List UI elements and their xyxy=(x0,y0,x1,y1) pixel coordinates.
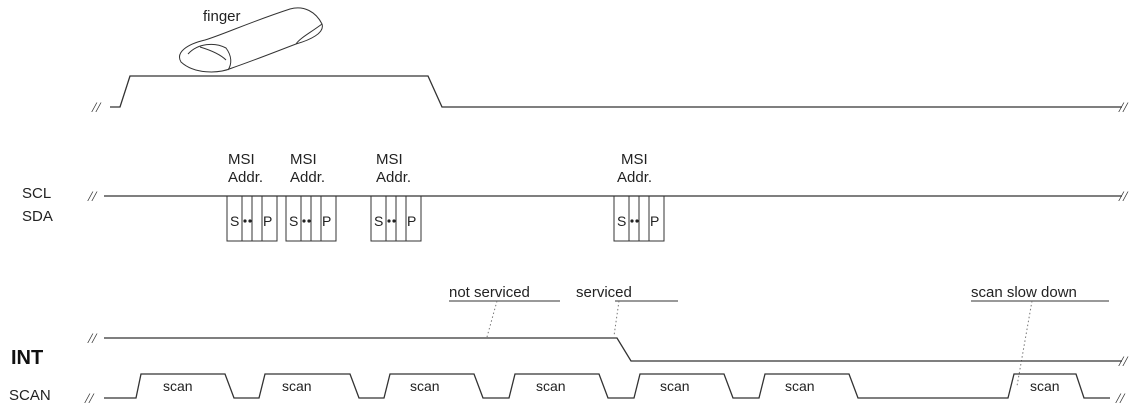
int-label: INT xyxy=(11,347,43,369)
break-mark-bus-left: // xyxy=(87,189,98,205)
i2c-packet-3 xyxy=(370,195,422,242)
packet-3-start: S xyxy=(374,213,383,229)
break-mark-scan-left: // xyxy=(84,391,95,407)
addr-label-4: Addr. xyxy=(617,169,652,186)
scan-pulse-label-2: scan xyxy=(282,378,312,394)
msi-label-2: MSI xyxy=(290,151,317,168)
packet-3-stop: P xyxy=(407,213,416,229)
msi-label-4: MSI xyxy=(621,151,648,168)
finger-illustration xyxy=(179,7,323,73)
packet-4-stop: P xyxy=(650,213,659,229)
i2c-packet-4 xyxy=(613,195,665,242)
packet-2-start: S xyxy=(289,213,298,229)
packet-1-start: S xyxy=(230,213,239,229)
not-serviced-leader xyxy=(486,300,498,338)
scan-pulse-label-1: scan xyxy=(163,378,193,394)
break-mark-touch-left: // xyxy=(91,100,102,116)
serviced-annotation: serviced xyxy=(576,284,632,301)
break-mark-int-left: // xyxy=(87,331,98,347)
i2c-packet-1 xyxy=(226,195,278,242)
packet-4-start: S xyxy=(617,213,626,229)
break-mark-int-right: // xyxy=(1118,354,1129,370)
touch-waveform xyxy=(110,75,1122,108)
scan-label: SCAN xyxy=(9,387,51,404)
scan-slow-down-leader xyxy=(1016,300,1033,387)
serviced-leader xyxy=(613,300,620,337)
addr-label-2: Addr. xyxy=(290,169,325,186)
scan-pulse-label-6: scan xyxy=(785,378,815,394)
not-serviced-annotation: not serviced xyxy=(449,284,530,301)
scan-pulse-label-5: scan xyxy=(660,378,690,394)
i2c-packet-2 xyxy=(285,195,337,242)
break-mark-bus-right: // xyxy=(1118,189,1129,205)
msi-label-3: MSI xyxy=(376,151,403,168)
packet-2-stop: P xyxy=(322,213,331,229)
msi-label-1: MSI xyxy=(228,151,255,168)
break-mark-scan-right: // xyxy=(1115,391,1126,407)
scan-slow-down-annotation: scan slow down xyxy=(971,284,1077,301)
scl-label: SCL xyxy=(22,185,51,202)
addr-label-3: Addr. xyxy=(376,169,411,186)
packet-1-stop: P xyxy=(263,213,272,229)
scan-pulse-label-3: scan xyxy=(410,378,440,394)
scan-pulse-label-7: scan xyxy=(1030,378,1060,394)
addr-label-1: Addr. xyxy=(228,169,263,186)
scan-waveform xyxy=(104,373,1110,399)
int-waveform xyxy=(104,337,1122,362)
break-mark-touch-right: // xyxy=(1118,100,1129,116)
sda-label: SDA xyxy=(22,208,53,225)
finger-label: finger xyxy=(203,8,241,25)
scan-pulse-label-4: scan xyxy=(536,378,566,394)
